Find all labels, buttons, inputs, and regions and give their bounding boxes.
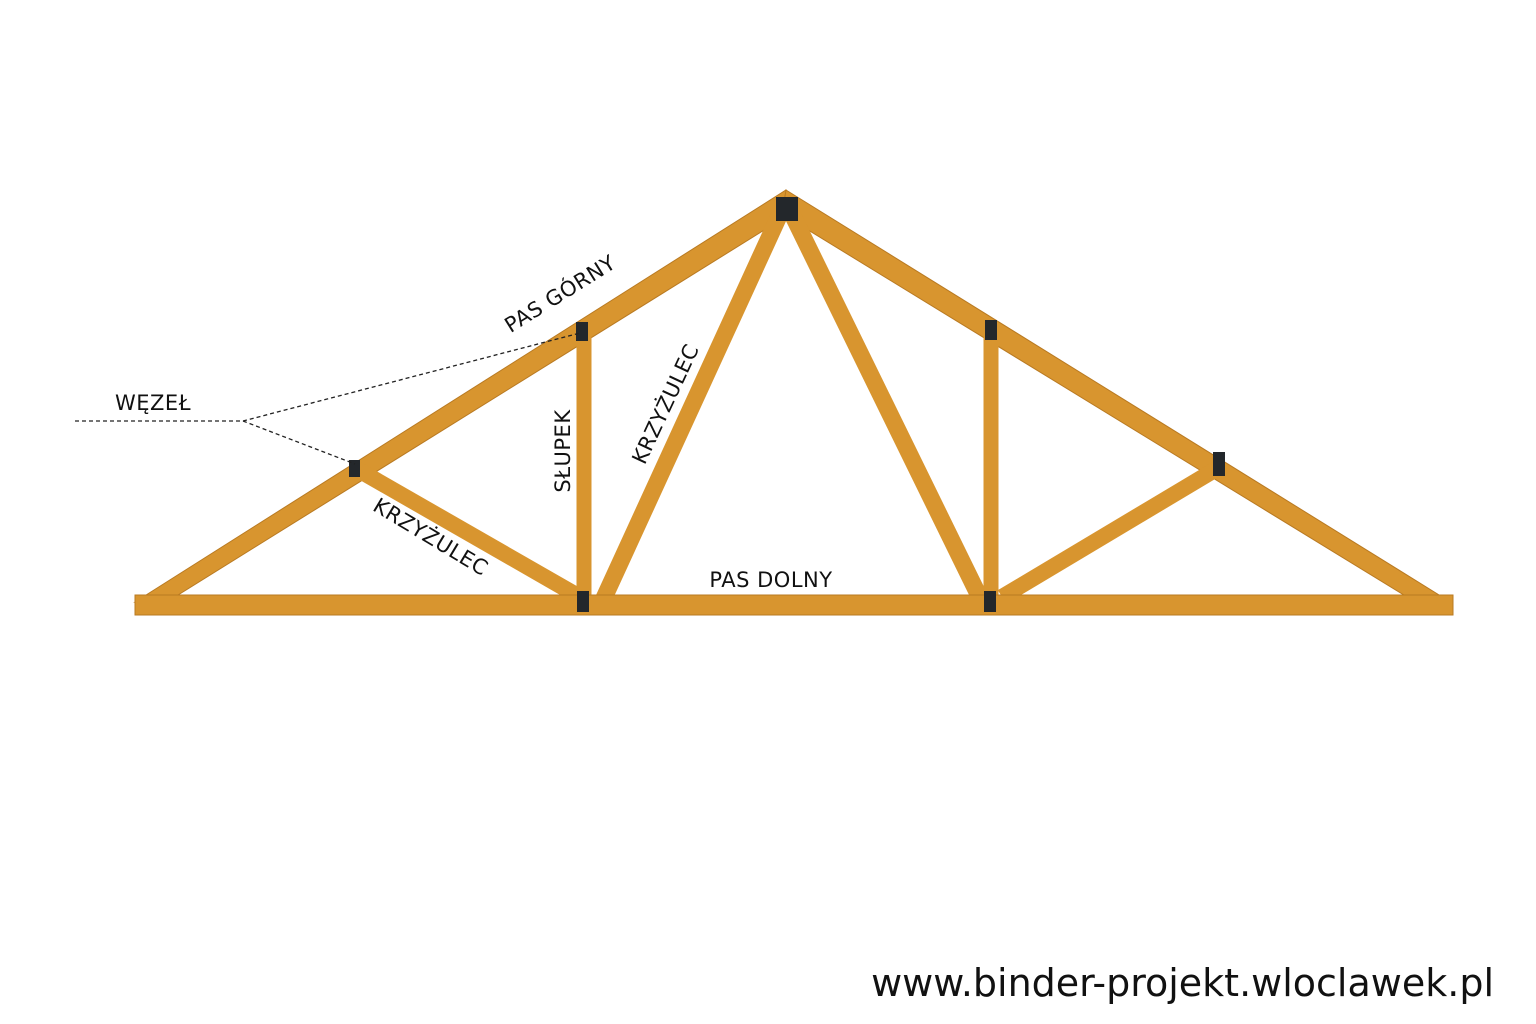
leader-line [242, 420, 356, 465]
diagonal-left [351, 461, 582, 603]
node-plate [1213, 452, 1225, 476]
label-bottom-chord: PAS DOLNY [709, 568, 832, 592]
bottom-chord [134, 594, 1454, 616]
node-plate [349, 460, 360, 477]
node-leader-lines [75, 332, 581, 465]
node-plates [349, 197, 1225, 612]
node-plate [576, 322, 588, 341]
diagonal-right [997, 461, 1223, 604]
label-post: SŁUPEK [551, 409, 575, 493]
node-plate [984, 591, 996, 612]
top-chord [133, 189, 1453, 604]
node-plate [577, 591, 589, 612]
diagonal-center-right [784, 210, 988, 602]
web-members [351, 210, 1223, 604]
label-node: WĘZEŁ [115, 391, 191, 415]
node-plate [985, 320, 997, 340]
node-plate-apex [776, 197, 798, 221]
website-url: www.binder-projekt.wloclawek.pl [871, 961, 1494, 1005]
diagonal-center-left [596, 210, 788, 602]
